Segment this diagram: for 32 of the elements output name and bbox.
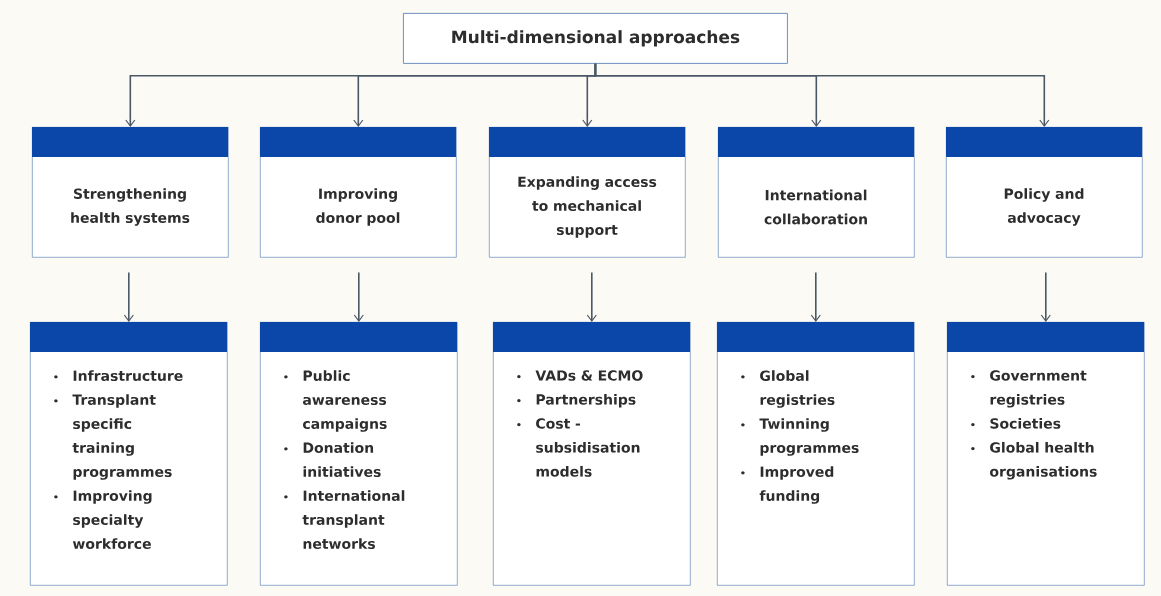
bullet-item: Global health organisations bbox=[990, 441, 1097, 480]
bullet-list-box bbox=[947, 322, 1145, 586]
bullet-item: Donation initiatives bbox=[303, 442, 381, 478]
bullet-item: Cost - subsidisation models bbox=[536, 418, 640, 477]
bullet-item: Infrastructure bbox=[73, 370, 183, 382]
arrow bbox=[123, 271, 134, 322]
bullet-list-box bbox=[717, 322, 915, 586]
bullet-item: Societies bbox=[990, 417, 1061, 429]
approach-box: Expanding access to mechanical support bbox=[489, 127, 686, 258]
bullet-list-box bbox=[260, 322, 458, 586]
bullet-item: Improving specialty workforce bbox=[72, 490, 152, 550]
approach-box: Policy and advocacy bbox=[946, 127, 1143, 258]
arrow bbox=[810, 271, 821, 322]
bullet-item: International transplant networks bbox=[302, 490, 405, 550]
bullet-list-box bbox=[493, 322, 691, 586]
title-box: Multi-dimensional approaches bbox=[403, 13, 788, 64]
bullet-item: Transplant specific training programmes bbox=[72, 394, 172, 480]
bullet-item: Government registries bbox=[990, 370, 1087, 408]
bullet-item: Public awareness campaigns bbox=[303, 370, 387, 432]
arrow bbox=[1040, 271, 1051, 322]
approach-box: Improving donor pool bbox=[260, 127, 457, 258]
approach-box: International collaboration bbox=[718, 127, 915, 258]
bullet-item: VADs & ECMO bbox=[535, 370, 643, 381]
bullet-item: Global registries bbox=[760, 370, 835, 408]
bullet-item: Twinning programmes bbox=[759, 418, 859, 456]
bullet-item: Partnerships bbox=[536, 393, 636, 408]
arrow bbox=[586, 271, 597, 322]
arrow bbox=[353, 271, 364, 322]
approach-box: Strengthening health systems bbox=[32, 127, 229, 258]
bullet-item: Improved funding bbox=[759, 466, 834, 504]
bullet-list-box bbox=[30, 322, 228, 586]
arrow bbox=[594, 63, 1050, 127]
